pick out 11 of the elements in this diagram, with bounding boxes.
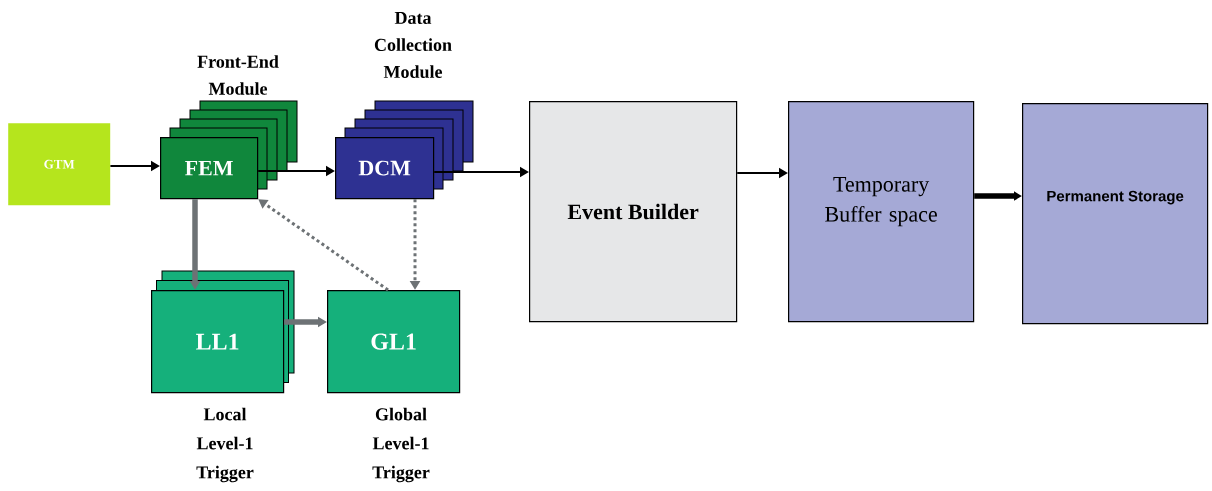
arrow [258, 199, 389, 292]
trigger-box: LL1 [151, 290, 285, 394]
node-label: Global Level-1 Trigger [372, 407, 430, 483]
heading: Front-End Module [197, 55, 279, 95]
heading: Data Collection Module [374, 12, 452, 78]
storage-box: Temporary Buffer space [788, 101, 975, 323]
process-box: Event Builder [529, 101, 738, 323]
module-box: GTM [8, 123, 111, 206]
storage-box: Permanent Storage [1022, 103, 1209, 325]
trigger-box: GL1 [327, 290, 461, 394]
node-label: Local Level-1 Trigger [196, 407, 254, 483]
